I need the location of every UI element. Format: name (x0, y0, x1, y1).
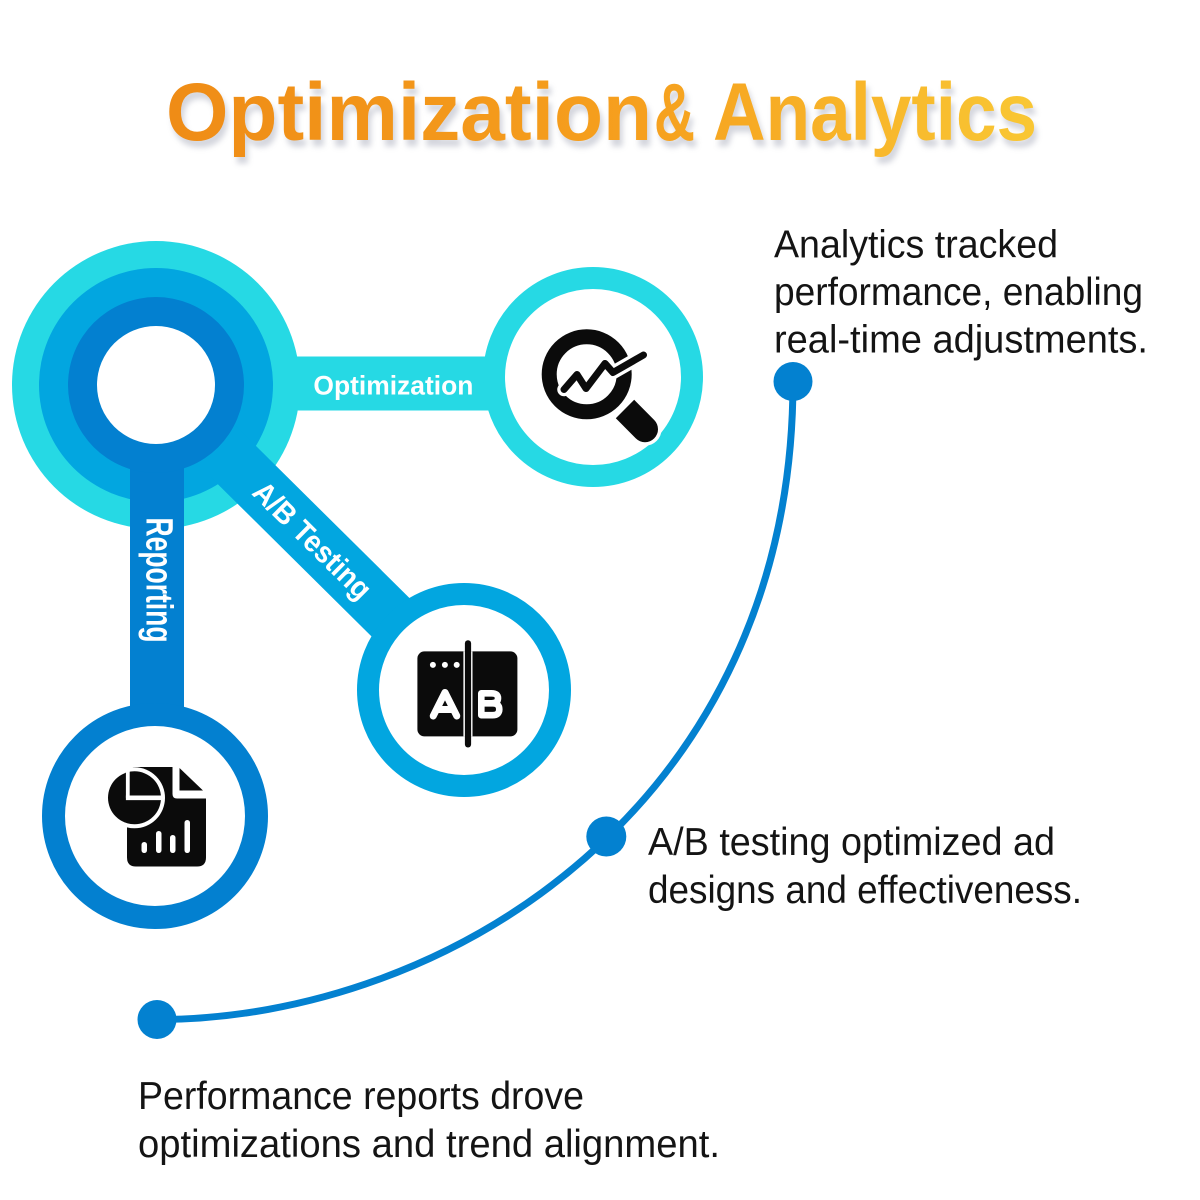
svg-text:optimizations and trend alignm: optimizations and trend alignment. (138, 1123, 720, 1166)
svg-text:Optimization: Optimization (313, 370, 473, 400)
svg-text:Optimization: Optimization (166, 67, 652, 158)
svg-text:Performance reports drove: Performance reports drove (138, 1075, 584, 1118)
svg-text:Analytics tracked: Analytics tracked (774, 223, 1058, 266)
svg-text:performance, enabling: performance, enabling (774, 271, 1143, 314)
svg-text:Optimization: Optimization (169, 74, 655, 165)
svg-text:A/B testing optimized ad: A/B testing optimized ad (648, 821, 1055, 864)
svg-text:real-time adjustments.: real-time adjustments. (774, 318, 1148, 361)
svg-text:Analytics: Analytics (716, 74, 1040, 165)
svg-text:&: & (657, 74, 698, 165)
svg-text:&: & (654, 67, 695, 158)
svg-text:Reporting: Reporting (138, 518, 180, 643)
svg-text:Analytics: Analytics (713, 67, 1037, 158)
svg-text:designs and effectiveness.: designs and effectiveness. (648, 869, 1082, 912)
